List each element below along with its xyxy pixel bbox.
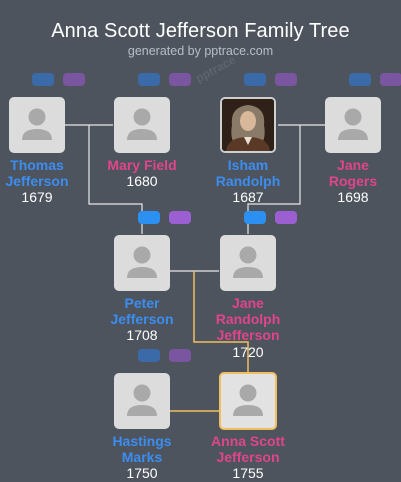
expand-mother-toggle[interactable] [380, 73, 401, 86]
person-silhouette-icon [338, 108, 368, 140]
person-jane-randolph-jefferson-year: 1720 [232, 344, 264, 360]
person-jane-randolph-jefferson-avatar[interactable] [220, 235, 276, 291]
person-silhouette-icon [127, 384, 157, 416]
person-jane-randolph-jefferson-name[interactable]: Jane Randolph Jefferson [215, 295, 281, 343]
person-silhouette-icon [233, 246, 263, 278]
person-jane-rogers-year: 1698 [337, 189, 369, 205]
expand-father-toggle[interactable] [138, 211, 160, 224]
expand-father-toggle[interactable] [138, 349, 160, 362]
person-silhouette-icon [127, 246, 157, 278]
person-thomas-jefferson-name[interactable]: Thomas Jefferson [5, 157, 69, 189]
expand-father-toggle[interactable] [349, 73, 371, 86]
person-peter-jefferson-avatar[interactable] [114, 235, 170, 291]
person-thomas-jefferson-avatar[interactable] [9, 97, 65, 153]
expand-father-toggle[interactable] [244, 211, 266, 224]
expand-father-toggle[interactable] [138, 73, 160, 86]
person-isham-randolph-avatar[interactable] [220, 97, 276, 153]
person-peter-jefferson-year: 1708 [126, 327, 158, 343]
person-silhouette-icon [22, 108, 52, 140]
portrait-photo-icon [222, 99, 274, 151]
person-anna-scott-jefferson-avatar[interactable] [219, 372, 277, 430]
person-anna-scott-jefferson-year: 1755 [232, 465, 264, 481]
highlight-line [193, 271, 249, 372]
person-hastings-marks-name[interactable]: Hastings Marks [112, 433, 172, 465]
person-hastings-marks-year: 1750 [126, 465, 158, 481]
page-title: Anna Scott Jefferson Family Tree [51, 20, 350, 42]
expand-mother-toggle[interactable] [169, 349, 191, 362]
expand-father-toggle[interactable] [244, 73, 266, 86]
expand-mother-toggle[interactable] [275, 211, 297, 224]
person-isham-randolph-name[interactable]: Isham Randolph [215, 157, 281, 189]
person-thomas-jefferson-year: 1679 [21, 189, 53, 205]
expand-mother-toggle[interactable] [169, 73, 191, 86]
expand-mother-toggle[interactable] [169, 211, 191, 224]
person-anna-scott-jefferson-name[interactable]: Anna Scott Jefferson [211, 433, 285, 465]
person-mary-field-name[interactable]: Mary Field [107, 157, 177, 173]
expand-mother-toggle[interactable] [275, 73, 297, 86]
person-mary-field-year: 1680 [126, 173, 158, 189]
expand-father-toggle[interactable] [32, 73, 54, 86]
person-jane-rogers-avatar[interactable] [325, 97, 381, 153]
person-mary-field-avatar[interactable] [114, 97, 170, 153]
expand-mother-toggle[interactable] [63, 73, 85, 86]
person-isham-randolph-year: 1687 [232, 189, 264, 205]
page-subtitle: generated by pptrace.com [127, 44, 274, 58]
person-hastings-marks-avatar[interactable] [114, 373, 170, 429]
person-silhouette-icon [127, 108, 157, 140]
person-peter-jefferson-name[interactable]: Peter Jefferson [110, 295, 174, 327]
person-silhouette-icon [233, 384, 263, 416]
person-jane-rogers-name[interactable]: Jane Rogers [328, 157, 378, 189]
